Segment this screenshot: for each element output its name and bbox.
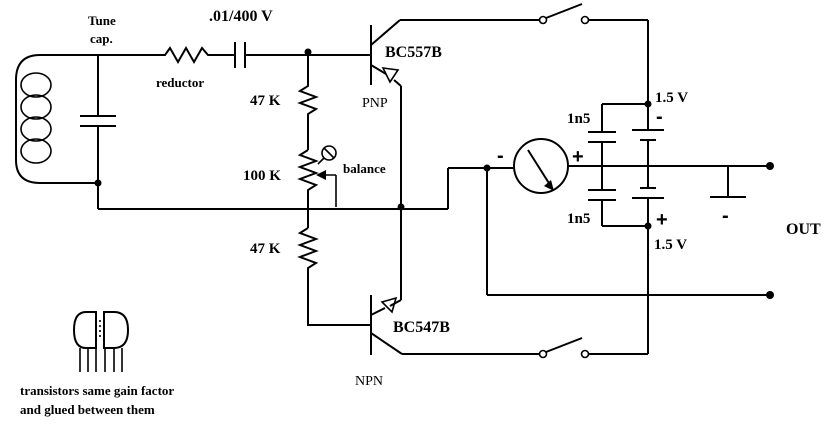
glued-transistor-pair-icon: [72, 311, 130, 372]
tune-capacitor: [80, 55, 116, 209]
r-bottom-label: 47 K: [250, 241, 281, 257]
switch-top: [538, 3, 648, 25]
resistor-47k-bottom: [297, 227, 370, 326]
note-line-1: transistors same gain factor: [20, 383, 174, 398]
switch-bottom: [538, 337, 648, 359]
pnp-part-label: BC557B: [385, 44, 442, 61]
cap-bottom-label: 1n5: [567, 211, 590, 227]
npn-part-label: BC547B: [393, 319, 450, 336]
coupling-capacitor: [234, 42, 370, 68]
balance-potentiometer: [297, 145, 337, 228]
r-top-label: 47 K: [250, 93, 281, 109]
reductor-label: reductor: [156, 75, 204, 90]
npn-type-label: NPN: [355, 374, 383, 389]
battery-top-label: 1.5 V: [655, 90, 688, 106]
meter-minus-sign: -: [497, 145, 504, 167]
coupling-cap-label: .01/400 V: [209, 8, 273, 25]
tune-cap-label-2: cap.: [90, 31, 113, 46]
reductor-resistor: [98, 45, 235, 65]
pnp-transistor: [370, 19, 540, 300]
ground-minus-sign: -: [722, 205, 729, 227]
cap-1n5-bottom: [588, 166, 652, 230]
pnp-type-label: PNP: [362, 96, 388, 111]
meter-plus-sign: +: [572, 146, 584, 168]
meter: [483, 138, 774, 299]
note-line-2: and glued between them: [20, 402, 155, 417]
npn-transistor: [370, 295, 540, 355]
balance-label: balance: [343, 161, 386, 176]
bias-line: [98, 167, 515, 211]
r-pot-label: 100 K: [243, 168, 281, 184]
battery-bottom: [632, 166, 664, 354]
battery-top-minus-sign: -: [656, 106, 663, 128]
battery-bottom-label: 1.5 V: [654, 237, 687, 253]
resistor-47k-top: [297, 52, 319, 150]
cap-1n5-top: [588, 100, 652, 166]
battery-top: [632, 20, 664, 166]
out-label: OUT: [786, 221, 821, 238]
antenna-coil: [15, 54, 98, 184]
cap-top-label: 1n5: [567, 111, 590, 127]
tune-cap-label: Tune: [88, 13, 116, 28]
battery-bottom-plus-sign: +: [656, 209, 668, 231]
ground-symbol: [710, 166, 746, 198]
